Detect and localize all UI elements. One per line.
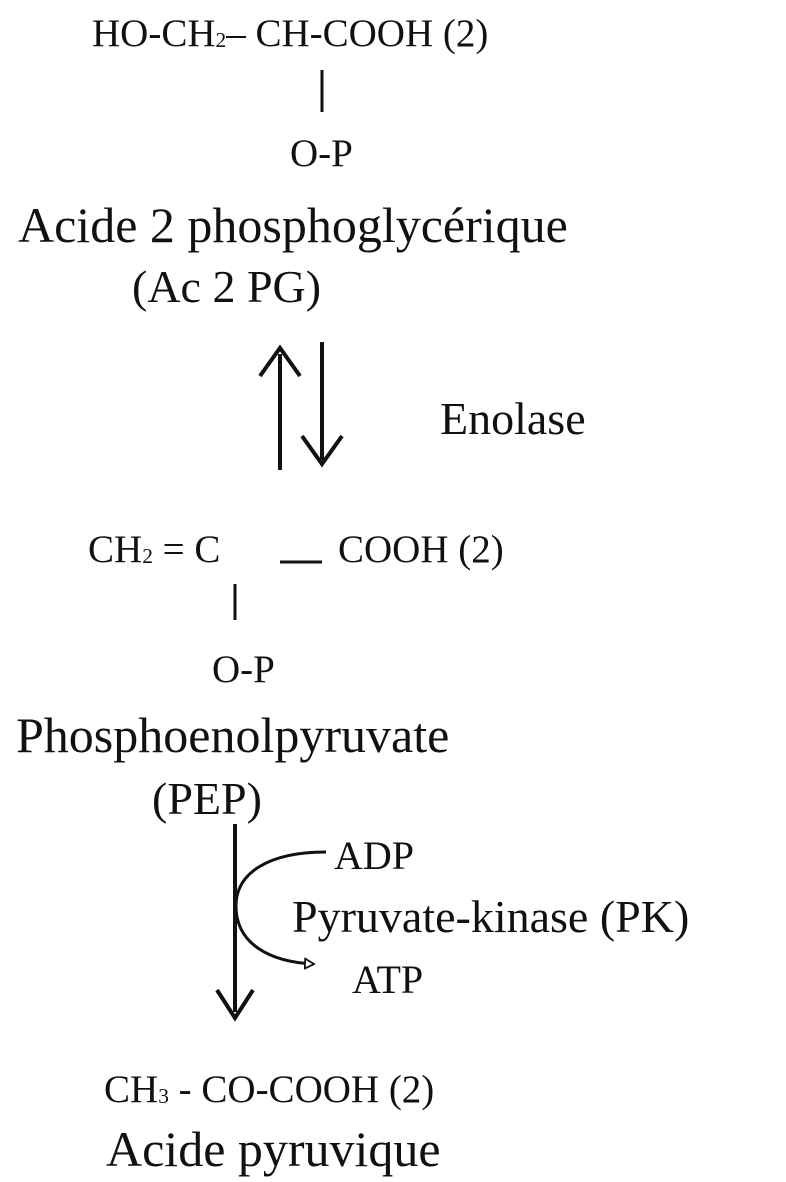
compound1-formula-left: HO-CH bbox=[92, 12, 216, 55]
enolase-reversible-arrows bbox=[258, 342, 344, 470]
pyruvate-kinase-arrow bbox=[215, 824, 255, 1022]
compound3-formula-right: - CO-COOH (2) bbox=[168, 1068, 435, 1111]
compound1-formula-sub: 2 bbox=[215, 28, 227, 53]
compound2-formula-sub: 2 bbox=[142, 544, 153, 569]
compound3-formula: CH3 - CO-COOH (2) bbox=[104, 1070, 434, 1109]
enolase-label: Enolase bbox=[440, 393, 586, 444]
compound3-formula-left: CH bbox=[104, 1068, 159, 1111]
adp-atp-curve bbox=[234, 850, 327, 964]
compound2-substituent: O-P bbox=[212, 648, 275, 691]
compound1-abbr: (Ac 2 PG) bbox=[132, 261, 322, 312]
compound1-substituent: O-P bbox=[290, 132, 353, 175]
compound3-formula-sub: 3 bbox=[158, 1084, 169, 1109]
arrow-up-head bbox=[258, 344, 302, 378]
pk-arrow-head bbox=[215, 988, 255, 1022]
compound2-formula-mid: = C bbox=[152, 528, 221, 571]
atp-label: ATP bbox=[352, 957, 424, 1002]
compound1-formula-right: – CH-COOH (2) bbox=[226, 12, 489, 55]
compound2-formula: CH2 = C bbox=[88, 530, 220, 569]
arrow-down-head bbox=[300, 434, 344, 468]
adp-label: ADP bbox=[334, 833, 415, 878]
compound3-name: Acide pyruvique bbox=[106, 1121, 441, 1177]
compound2-formula-left: CH bbox=[88, 528, 143, 571]
pyruvate-kinase-label: Pyruvate-kinase (PK) bbox=[292, 891, 690, 942]
compound2-abbr: (PEP) bbox=[152, 773, 262, 824]
compound2-formula-right: COOH (2) bbox=[338, 528, 504, 571]
compound1-name: Acide 2 phosphoglycérique bbox=[18, 197, 568, 253]
compound1-formula: HO-CH2– CH-COOH (2) bbox=[92, 14, 488, 53]
compound2-name: Phosphoenolpyruvate bbox=[16, 707, 450, 763]
